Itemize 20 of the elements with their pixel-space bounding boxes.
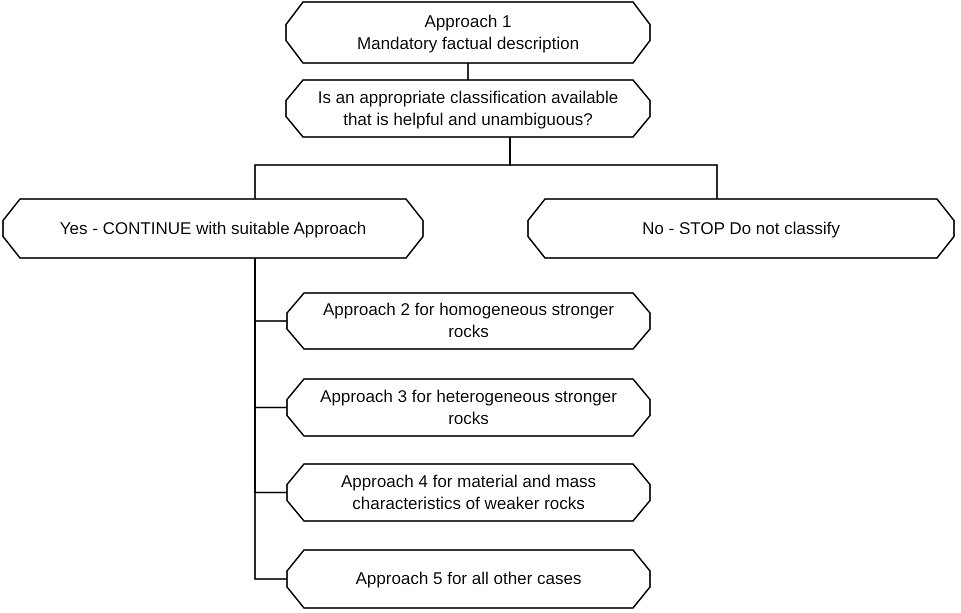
connector-line	[467, 63, 469, 80]
node-text: Approach 1	[424, 10, 512, 32]
process-octagon	[3, 199, 423, 258]
node-text: Approach 2 for homogeneous stronger rocks	[322, 299, 616, 343]
node-text: Is an appropriate classification available that is helpful and unambiguous?	[316, 86, 620, 130]
process-octagon	[287, 293, 650, 349]
node-text: No - STOP Do not classify	[642, 218, 840, 240]
node-text: Approach 3 for heterogeneous stronger rocks	[319, 386, 618, 430]
connector-line	[254, 258, 287, 580]
process-octagon	[286, 2, 650, 63]
process-octagon	[287, 464, 650, 521]
process-octagon	[287, 550, 650, 608]
node-text: Approach 4 for material and mass characteristics of weaker rocks	[340, 470, 598, 514]
process-octagon	[528, 199, 954, 258]
node-text: Mandatory factual description	[356, 32, 580, 54]
node-text: Yes - CONTINUE with suitable Approach	[60, 218, 366, 240]
node-text: Approach 5 for all other cases	[356, 568, 582, 590]
process-octagon	[287, 379, 650, 436]
process-octagon	[286, 80, 650, 137]
connector-line	[509, 137, 718, 199]
